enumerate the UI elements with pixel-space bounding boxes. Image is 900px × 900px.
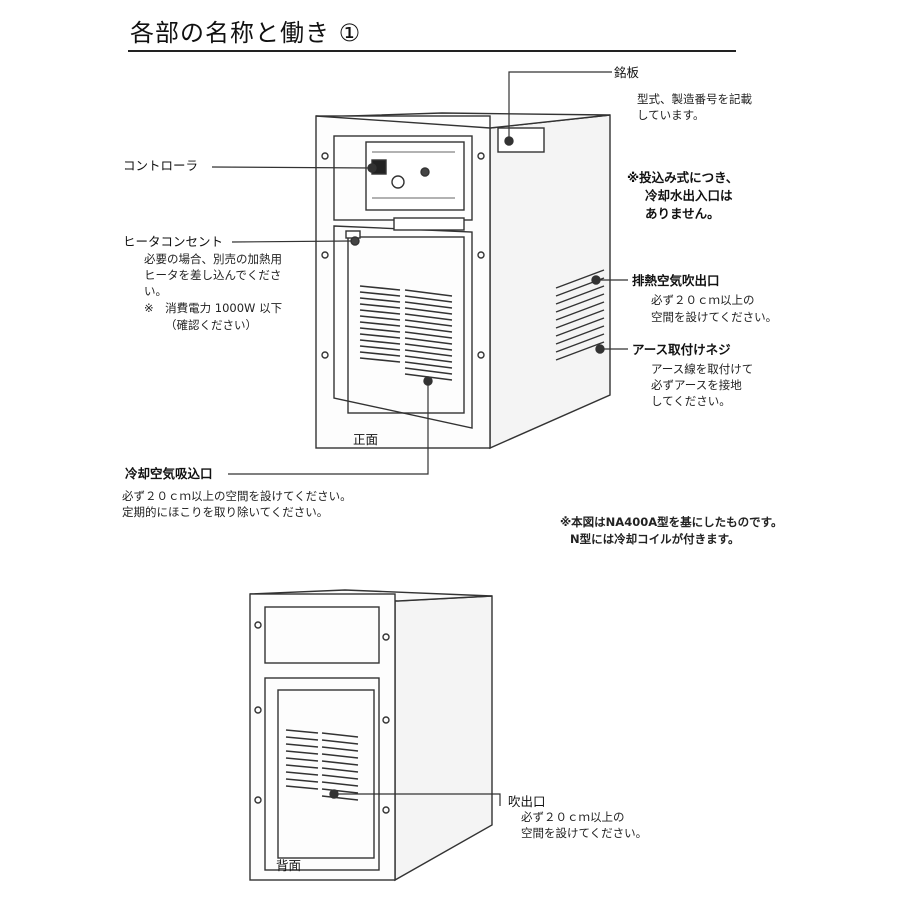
back-caption: 背面 — [276, 858, 302, 873]
ground-screw-desc-line-3: してください。 — [651, 394, 731, 408]
nameplate-label: 銘板 — [614, 65, 640, 80]
model-note-line-1: ※本図はNA400A型を基にしたものです。 — [560, 515, 783, 529]
ground-screw-desc-line-2: 必ずアースを接地 — [651, 378, 742, 392]
heater-outlet-desc-line-2: ヒータを差し込んでくださ — [144, 268, 282, 282]
back-outlet-label: 吹出口 — [508, 794, 546, 809]
controller-panel — [365, 141, 465, 211]
heater-outlet-socket — [350, 236, 360, 246]
intake-vent-desc-line-2: 定期的にほこりを取り除いてください。 — [122, 505, 329, 519]
no-ports-note-line-2: 冷却水出入口は — [645, 188, 733, 203]
heater-outlet-desc-line-5: （確認ください） — [165, 318, 257, 332]
heater-outlet-label: ヒータコンセント — [123, 234, 224, 249]
back-outlet-grille — [285, 729, 359, 801]
page-title: 各部の名称と働き ① — [130, 19, 362, 47]
no-ports-note-line-1: ※投込み式につき、 — [627, 170, 739, 185]
exhaust-vent-desc-line-2: 空間を設けてください。 — [651, 310, 778, 324]
front-intake-grille — [359, 285, 453, 381]
front-caption: 正面 — [353, 432, 379, 447]
intake-vent-label: 冷却空気吸込口 — [125, 466, 213, 481]
no-ports-note-line-3: ありません。 — [645, 206, 720, 221]
intake-vent-desc-line-1: 必ず２０ｃｍ以上の空間を設けてください。 — [122, 489, 352, 503]
back-unit-drawing — [249, 589, 493, 882]
ground-screw-label: アース取付けネジ — [632, 342, 731, 357]
exhaust-vent-label: 排熱空気吹出口 — [632, 273, 720, 288]
front-unit-drawing — [315, 112, 611, 450]
heater-outlet-desc-line-4: ※ 消費電力 1000W 以下 — [144, 301, 283, 315]
back-outlet-desc-line-1: 必ず２０ｃｍ以上の — [521, 810, 625, 824]
side-exhaust-grille — [555, 269, 605, 361]
controller-label: コントローラ — [123, 158, 199, 173]
back-outlet-desc-line-2: 空間を設けてください。 — [521, 826, 648, 840]
nameplate-desc-line-2: しています。 — [637, 108, 705, 122]
callout-leaders — [211, 71, 628, 806]
title-underline — [128, 50, 736, 52]
nameplate-desc-line-1: 型式、製造番号を記載 — [637, 92, 752, 106]
heater-outlet-desc-line-3: い。 — [144, 284, 167, 298]
exhaust-vent-desc-line-1: 必ず２０ｃｍ以上の — [651, 293, 755, 307]
heater-outlet-desc-line-1: 必要の場合、別売の加熱用 — [144, 252, 282, 266]
controller-dial — [391, 175, 405, 189]
model-note-line-2: N型には冷却コイルが付きます。 — [570, 532, 740, 546]
ground-screw-desc-line-1: アース線を取付けて — [651, 362, 754, 376]
